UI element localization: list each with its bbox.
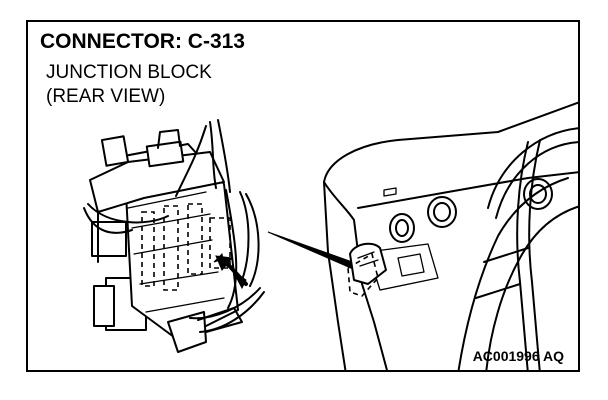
component-name: JUNCTION BLOCK: [46, 62, 212, 83]
view-label: (REAR VIEW): [46, 86, 166, 107]
connector-label: CONNECTOR: C-313: [40, 30, 245, 53]
junction-block: [89, 129, 243, 353]
diagram-illustration: [83, 101, 578, 370]
figure-frame: CONNECTOR: C-313 JUNCTION BLOCK (REAR VI…: [26, 20, 580, 372]
connector-pointer-arrow: [213, 252, 248, 290]
wire-harness: [83, 119, 265, 333]
dashboard-illustration: [323, 101, 578, 370]
locator-wedge: [267, 231, 361, 273]
figure-code: AC001996 AQ: [472, 348, 564, 364]
